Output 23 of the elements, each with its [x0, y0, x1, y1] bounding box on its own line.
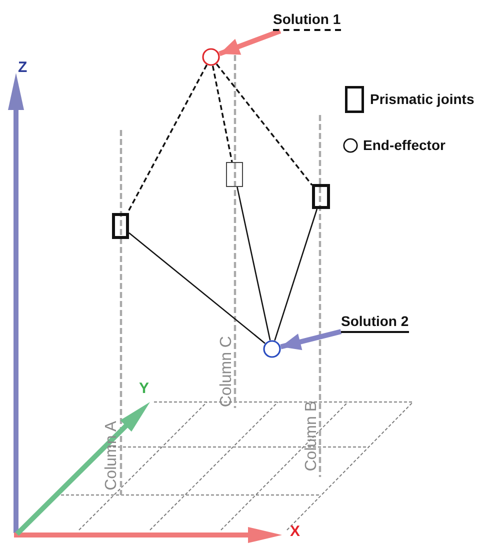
- solution-label: Solution 2: [341, 313, 409, 333]
- column-label: Column C: [218, 336, 236, 408]
- axis-label: X: [290, 524, 300, 540]
- legend-label: End-effector: [363, 137, 446, 154]
- axis-label: Z: [18, 60, 28, 76]
- joint-rectangle: [112, 213, 129, 239]
- solution-label: Solution 1: [273, 11, 341, 31]
- arrow: [280, 329, 342, 350]
- axis-label: Y: [139, 381, 150, 398]
- joint-rectangle: [312, 184, 330, 209]
- dashed-link-line: [216, 64, 313, 186]
- link-line: [128, 232, 266, 344]
- link-line: [274, 208, 318, 341]
- arrow: [218, 28, 282, 56]
- end-effector-circle: [202, 48, 220, 66]
- column-label: Column B: [303, 400, 321, 472]
- end-effector-circle: [263, 340, 281, 358]
- column-label: Column A: [103, 421, 121, 491]
- dashed-link-line: [212, 66, 233, 162]
- dashed-link-line: [126, 64, 208, 214]
- legend-label: Prismatic joints: [370, 91, 474, 108]
- joint-rectangle: [226, 162, 243, 187]
- link-line: [236, 186, 271, 340]
